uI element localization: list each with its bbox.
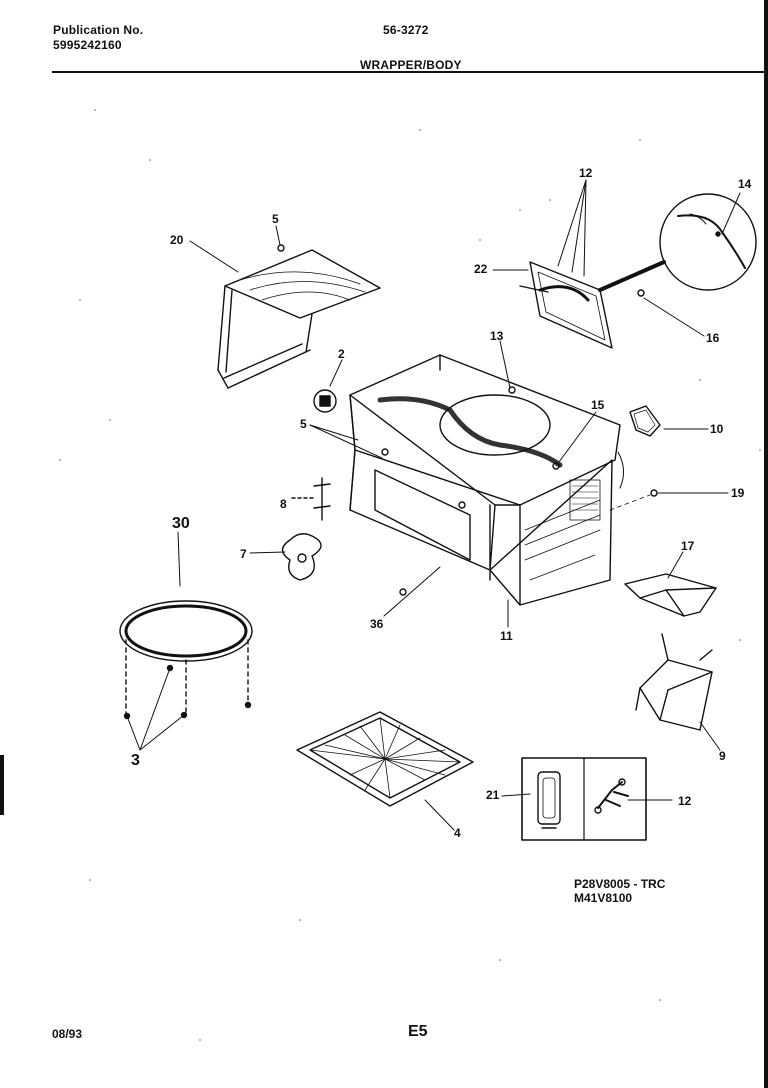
callout-12-inset: 12 <box>678 794 692 808</box>
section-title: WRAPPER/BODY <box>360 58 462 72</box>
model-line-2: M41V8100 <box>574 891 633 905</box>
model-code: 56-3272 <box>383 23 429 37</box>
callout-5-top: 5 <box>272 212 279 226</box>
fan-blade-part <box>283 534 322 580</box>
air-duct-part <box>625 574 716 616</box>
callout-5-mid: 5 <box>300 417 307 431</box>
callout-21: 21 <box>486 788 500 802</box>
cabinet-body <box>350 355 620 605</box>
callout-14: 14 <box>738 177 752 191</box>
turntable-ring-part <box>120 601 252 720</box>
model-line-1: P28V8005 - TRC <box>574 877 666 891</box>
clip-part <box>314 390 336 412</box>
callout-2: 2 <box>338 347 345 361</box>
grid-tray-part <box>297 712 473 806</box>
vent-cover-part <box>218 245 380 388</box>
callout-19: 19 <box>731 486 745 500</box>
callout-30: 30 <box>172 515 190 532</box>
callout-4: 4 <box>454 826 461 840</box>
callout-7: 7 <box>240 547 247 561</box>
callout-22: 22 <box>474 262 488 276</box>
magnified-detail <box>660 194 756 290</box>
callout-17: 17 <box>681 539 695 553</box>
callout-16: 16 <box>706 331 720 345</box>
header-rule <box>52 71 768 73</box>
footer-date: 08/93 <box>52 1027 83 1041</box>
screw-part <box>400 589 406 595</box>
callout-20: 20 <box>170 233 184 247</box>
grommet-part <box>651 490 657 496</box>
footer-page-code: E5 <box>408 1023 428 1040</box>
publication-label: Publication No. <box>53 23 144 37</box>
callout-11: 11 <box>500 629 513 643</box>
callout-8: 8 <box>280 497 287 511</box>
inset-parts-box <box>522 758 646 840</box>
scan-noise <box>59 109 761 1041</box>
top-bracket-part <box>520 262 664 348</box>
callout-36: 36 <box>370 617 384 631</box>
page-edge <box>764 0 768 1088</box>
page-edge-mark <box>0 755 4 815</box>
leader-lines <box>127 180 740 830</box>
damper-bracket-part <box>636 634 712 730</box>
publication-number: 5995242160 <box>53 38 122 52</box>
callout-15: 15 <box>591 398 605 412</box>
callout-9: 9 <box>719 749 726 763</box>
cover-plate-part <box>630 406 660 436</box>
callout-10: 10 <box>710 422 724 436</box>
callout-12-top: 12 <box>579 166 593 180</box>
thermostat-part <box>292 478 330 520</box>
callout-13: 13 <box>490 329 504 343</box>
callout-3: 3 <box>131 752 140 769</box>
